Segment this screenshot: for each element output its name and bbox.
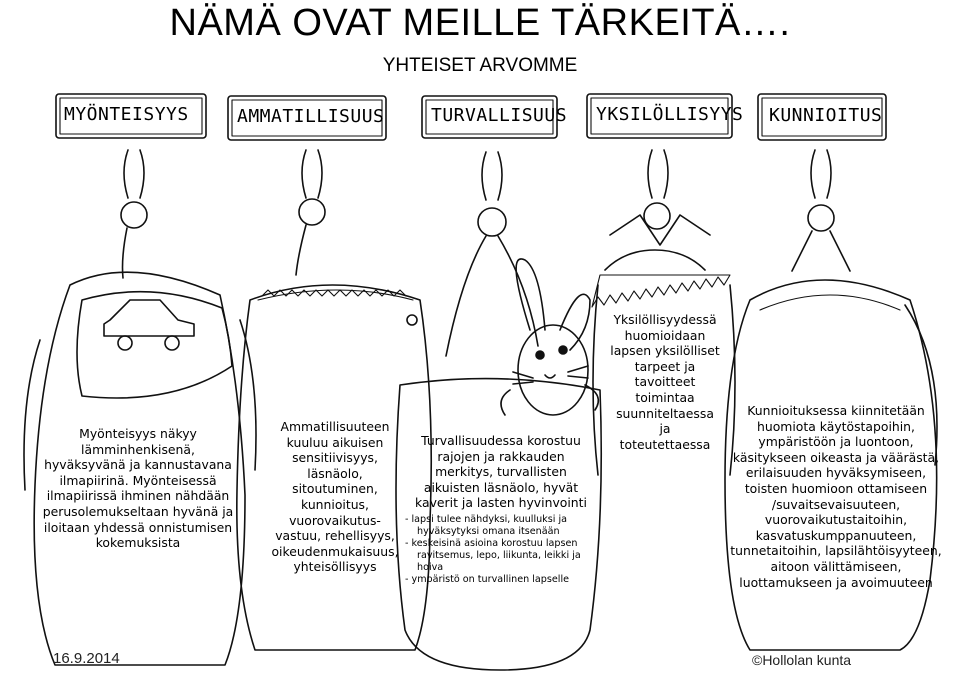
text-line: aitoon välittämiseen, (770, 558, 902, 574)
text-line: ilmapiirissä ihminen nähdään (46, 488, 230, 504)
text-line: sitoutuminen, (292, 481, 378, 497)
text-turvallisuus: Turvallisuudessa korostuu rajojen ja rak… (403, 433, 599, 586)
label-kunnioitus: KUNNIOITUS (769, 105, 883, 126)
text-line: tavoitteet (634, 374, 696, 390)
label-frames (55, 93, 887, 141)
text-line: tunnetaitoihin, lapsilähtöisyyteen, (730, 543, 942, 559)
text-ammatillisuus: Ammatillisuuteen kuuluu aikuisen sensiti… (262, 419, 408, 575)
backpack-4 (591, 214, 736, 476)
text-line: oikeudenmukaisuus, (271, 543, 399, 559)
text-line: tarpeet ja (634, 358, 696, 374)
text-line: Myönteisyys näkyy (79, 426, 197, 441)
text-line: suunniteltaessa (616, 405, 714, 421)
text-line: vuorovaikutustaitoihin, (764, 512, 908, 528)
text-myonteisyys: Myönteisyys näkyy lämminhenkisenä, hyväk… (40, 426, 236, 551)
text-line: toisten huomioon ottamiseen (744, 480, 928, 496)
text-line: merkitys, turvallisten (435, 464, 567, 480)
backpack-2 (236, 284, 433, 651)
label-yksilollisyys: YKSILÖLLISYYS (596, 104, 744, 125)
text-line: sensitiivisyys, (292, 450, 378, 466)
text-line: läsnäolo, (307, 465, 363, 481)
text-line: kokemuksista (95, 535, 181, 551)
text-line: aikuisten läsnäolo, hyvät (423, 479, 579, 495)
hooks (120, 149, 851, 357)
footer-date: 16.9.2014 (53, 650, 120, 667)
text-line: kaverit ja lasten hyvinvointi (415, 495, 587, 511)
list-item: lapsi tulee nähdyksi, kuulluksi ja hyväk… (403, 514, 599, 538)
backpack-5 (724, 279, 938, 651)
page-title: NÄMÄ OVAT MEILLE TÄRKEITÄ…. (169, 2, 791, 44)
text-line: lämminhenkisenä, (81, 441, 195, 457)
list-item: keskeisinä asioina korostuu lapsen ravit… (403, 538, 599, 574)
text-line: kasvatuskumppanuuteen, (755, 527, 917, 543)
backpack-1 (23, 271, 257, 666)
backpack-3 (395, 258, 603, 671)
text-kunnioitus: Kunnioituksessa kiinnitetään huomiota kä… (724, 403, 948, 590)
text-yksilollisyys: Yksilöllisyydessä huomioidaan lapsen yks… (598, 312, 732, 452)
page-subtitle: YHTEISET ARVOMME (382, 55, 578, 76)
text-line: huomioidaan (624, 327, 706, 343)
text-line: ja (659, 421, 671, 437)
text-line: /suvaitsevaisuuteen, (771, 496, 901, 512)
text-line: yhteisöllisyys (293, 559, 377, 575)
text-line: luottamukseen ja avoimuuteen (739, 574, 933, 590)
list-item: ympäristö on turvallinen lapselle (403, 574, 599, 586)
text-line: lapsen yksilölliset (610, 343, 720, 359)
text-line: Kunnioituksessa kiinnitetään (747, 403, 925, 418)
text-line: erilaisuuden hyväksymiseen, (745, 465, 927, 481)
text-line: kunnioitus, (301, 496, 369, 512)
text-line: vuorovaikutus- (289, 512, 381, 528)
label-myonteisyys: MYÖNTEISYYS (64, 104, 189, 125)
label-turvallisuus: TURVALLISUUS (431, 105, 568, 126)
text-line: toteutettaessa (619, 436, 711, 452)
text-line: Ammatillisuuteen (280, 419, 390, 434)
text-line: Yksilöllisyydessä (613, 312, 717, 327)
text-line: ilmapiirinä. Myönteisessä (59, 472, 217, 488)
text-line: kuuluu aikuisen (286, 434, 384, 450)
text-line: käsitykseen oikeasta ja väärästä, (732, 449, 940, 465)
turvallisuus-list: lapsi tulee nähdyksi, kuulluksi ja hyväk… (403, 514, 599, 586)
text-line: huomiota käytöstapoihin, (757, 418, 915, 434)
label-ammatillisuus: AMMATILLISUUS (237, 106, 385, 127)
text-line: vastuu, rehellisyys, (275, 528, 395, 544)
text-line: Turvallisuudessa korostuu (421, 433, 581, 448)
text-line: hyväksyvänä ja kannustavana (44, 457, 232, 473)
text-line: toimintaa (635, 389, 695, 405)
text-line: ympäristöön ja luontoon, (758, 434, 914, 450)
text-line: rajojen ja rakkauden (437, 448, 565, 464)
text-line: perusolemukseltaan hyvänä ja (42, 503, 234, 519)
text-line: iloitaan yhdessä onnistumisen (43, 519, 233, 535)
footer-copyright: ©Hollolan kunta (752, 652, 852, 668)
